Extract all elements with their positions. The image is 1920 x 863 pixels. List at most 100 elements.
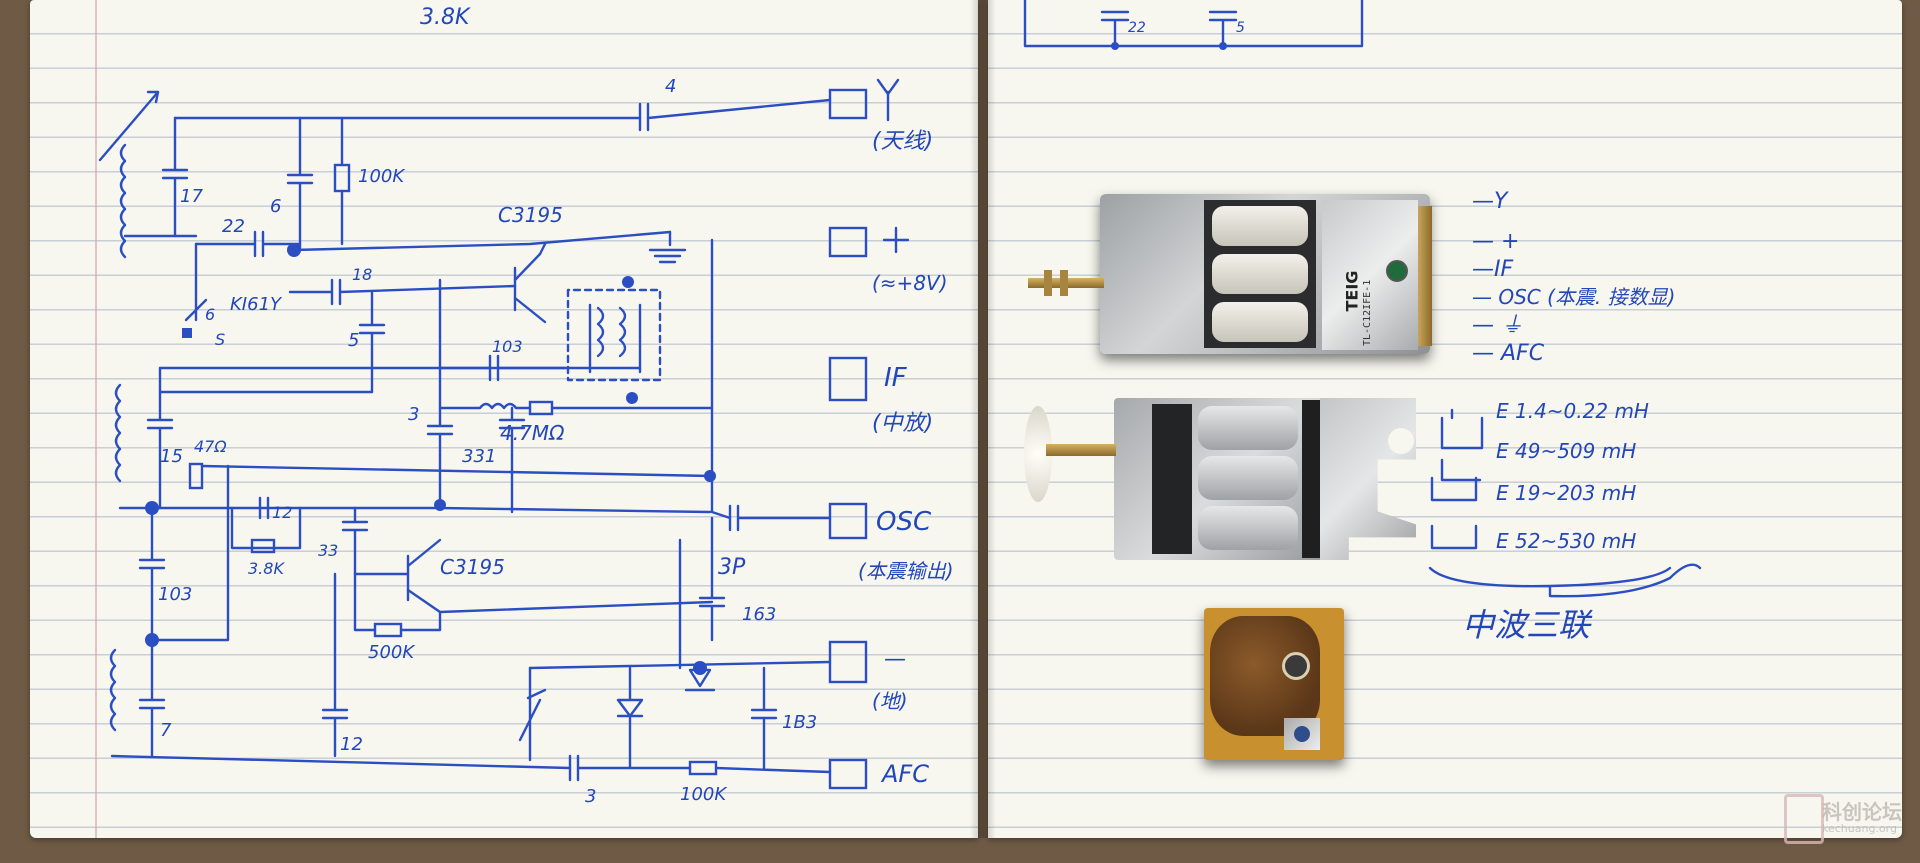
terminal-afc-symbol: AFC (880, 760, 929, 788)
cap-7 (138, 638, 166, 758)
transistor-q1-label: C3195 (498, 203, 563, 227)
gang-label-3: E 19~203 mH (1496, 481, 1636, 505)
cap-33 (341, 506, 369, 576)
cap-103-top-label: 103 (492, 337, 523, 356)
terminal-if-name: (中放) (872, 411, 933, 436)
notebook-gutter (970, 0, 996, 838)
cap-18 (288, 278, 517, 306)
cap-7-label: 7 (160, 720, 172, 741)
watermark-url: kechuang.org (1822, 822, 1897, 835)
cap-103-top (438, 354, 567, 382)
s-label: S (215, 330, 225, 349)
top-partial-label-22: 22 (1128, 20, 1146, 36)
terminal-plus-name: (≈+8V) (872, 271, 948, 295)
resistor-38k (250, 538, 276, 554)
terminal-plus (828, 226, 910, 258)
watermark: 科创论坛 kechuang.org (1780, 790, 1910, 846)
cap-12b-label: 12 (340, 734, 363, 755)
pcb-trimmer-icon (1282, 652, 1310, 680)
choke-coil (438, 402, 532, 410)
tuner-brand: TEIG (1342, 270, 1362, 312)
terminal-ground-name: (地) (872, 689, 908, 713)
resistor-100k-bottom (688, 760, 718, 776)
resistor-47m (528, 400, 554, 416)
antenna-wire (646, 98, 832, 120)
pin-label-antenna: —Y (1472, 189, 1509, 214)
cap-3-bottom (110, 754, 692, 782)
pin-label-ground: — ⏚ (1472, 313, 1523, 338)
terminal-ground (828, 640, 868, 684)
cap-5 (358, 290, 386, 394)
gang-brace (1428, 563, 1702, 598)
cap-22-label: 22 (222, 216, 245, 237)
variable-capacitor-bottom (518, 688, 547, 742)
cap-17 (161, 116, 189, 238)
gang-section-2-symbol (1440, 458, 1482, 482)
cap-5-label: 5 (348, 330, 359, 351)
cap-antenna (638, 102, 650, 132)
cap-331-label: 331 (462, 446, 496, 467)
coil-left-bottom (109, 648, 117, 732)
gang-label-1: E 1.4~0.22 mH (1496, 399, 1649, 423)
diode-bottom (616, 666, 644, 770)
cap-15 (146, 366, 174, 510)
top-partial-label: 3.8K (420, 5, 471, 30)
cap-3 (426, 418, 454, 507)
transistor-q1 (513, 242, 547, 324)
resistor-38k-label: 3.8K (248, 559, 285, 578)
resistor-500k (373, 622, 403, 638)
gang-label-2: E 49~509 mH (1496, 439, 1636, 463)
top-partial-box (1023, 0, 1364, 48)
resistor-100k-label: 100K (358, 166, 405, 187)
cap-12b (321, 572, 349, 758)
terminal-ground-symbol: — (884, 647, 906, 672)
cap-103-mid (138, 506, 166, 642)
terminal-afc (828, 758, 868, 790)
gang-section-1-symbol (1440, 408, 1484, 450)
pin-label-plus: — + (1472, 229, 1519, 254)
gang-section-4-symbol (1430, 524, 1478, 550)
pin-label-afc: — AFC (1472, 341, 1545, 366)
gang-caption: 中波三联 (1462, 606, 1593, 644)
cap-22 (194, 230, 302, 258)
transistor-q2 (353, 538, 442, 614)
terminal-if (828, 356, 868, 402)
varactor-diode (184, 298, 208, 322)
resistor-47m-label: 4.7MΩ (500, 421, 565, 445)
cap-33-label: 33 (318, 541, 338, 560)
cap-osc (638, 406, 832, 532)
ground-symbol-top (648, 230, 687, 252)
gang-label-4: E 52~530 mH (1496, 529, 1636, 553)
cap-3-label: 3 (408, 404, 419, 425)
tuner-indicator-icon (1386, 260, 1408, 282)
watermark-logo-icon (1784, 794, 1824, 844)
resistor-100k (333, 163, 351, 193)
tuner-module: TEIG TL-C12IFE-1 (1028, 186, 1450, 364)
terminal-osc-name: (本震输出) (858, 559, 954, 583)
cap-103-mid-label: 103 (158, 584, 192, 605)
cap-6b-label: 6 (205, 305, 215, 324)
resistor-47ohm (188, 462, 204, 490)
coil-left-middle (114, 383, 122, 483)
resistor-100k-bottom-label: 100K (680, 784, 727, 805)
cap-12-label: 12 (272, 503, 292, 522)
cap-1b3 (750, 666, 778, 770)
cap-3p-label: 3P (718, 555, 746, 580)
ground-symbol-bottom (684, 668, 716, 692)
terminal-antenna (828, 78, 900, 122)
cap-163-label: 163 (742, 604, 776, 625)
resistor-47ohm-label: 47Ω (194, 437, 227, 456)
cap-17-label: 17 (180, 186, 203, 207)
gang-capacitor (1024, 398, 1438, 568)
top-partial-label-5: 5 (1236, 20, 1245, 36)
cap-15-label: 15 (160, 446, 183, 467)
varactor-label: KI61Y (230, 294, 283, 315)
cap-1b3-label: 1B3 (782, 712, 817, 733)
pin-label-osc: — OSC (本震. 接数显) (1472, 285, 1675, 309)
terminal-osc (828, 502, 868, 540)
gang-mount-hole-icon (1388, 428, 1414, 454)
transistor-q2-label: C3195 (440, 555, 505, 579)
cap-331 (498, 406, 526, 514)
cap-3p (698, 516, 726, 642)
